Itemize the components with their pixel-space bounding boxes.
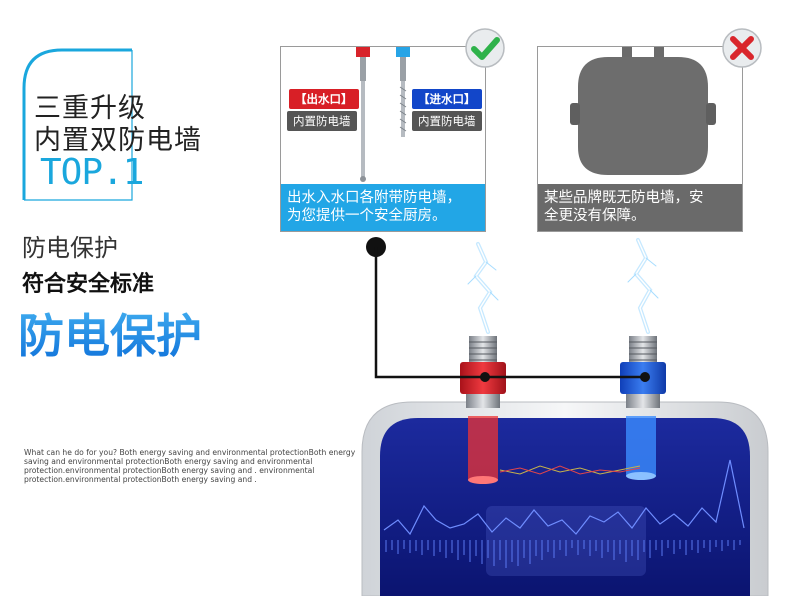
callout-line — [366, 237, 650, 382]
good-caption-line-2: 为您提供一个安全厨房。 — [287, 208, 447, 224]
outlet-connector — [460, 336, 506, 408]
inlet-tag: 【进水口】 — [412, 89, 482, 109]
top1-badge: TOP.1 — [40, 152, 144, 193]
good-caption: 出水入水口各附带防电墙， 为您提供一个安全厨房。 — [281, 184, 485, 231]
inlet-wall-tag: 内置防电墙 — [412, 111, 482, 131]
good-caption-line-1: 出水入水口各附带防电墙， — [287, 190, 461, 206]
bad-caption-line-2: 全更没有保障。 — [544, 208, 646, 224]
english-description: What can he do for you? Both energy savi… — [24, 448, 356, 484]
outlet-tag: 【出水口】 — [289, 89, 359, 109]
headline: 防电保护 — [18, 300, 202, 366]
pipes-illustration — [356, 47, 410, 182]
title-line-2: 内置双防电墙 — [34, 125, 202, 156]
bad-caption-line-1: 某些品牌既无防电墙，安 — [544, 190, 704, 206]
subtitle-line-2: 符合安全标准 — [22, 272, 155, 297]
generic-heater-silhouette — [570, 47, 716, 175]
panel-without-protection: 某些品牌既无防电墙，安 全更没有保障。 — [537, 46, 743, 232]
subtitle-line-1: 防电保护 — [22, 234, 118, 262]
check-icon — [465, 28, 505, 68]
title-frame — [22, 48, 133, 201]
lightning-icon — [467, 238, 659, 334]
title-line-1: 三重升级 — [34, 93, 146, 124]
cross-icon — [722, 28, 762, 68]
bad-caption: 某些品牌既无防电墙，安 全更没有保障。 — [538, 184, 742, 231]
panel-with-protection: 【出水口】 【进水口】 内置防电墙 内置防电墙 出水入水口各附带防电墙， 为您提… — [280, 46, 486, 232]
water-tank — [361, 401, 769, 596]
inlet-connector — [620, 336, 666, 408]
outlet-wall-tag: 内置防电墙 — [287, 111, 357, 131]
